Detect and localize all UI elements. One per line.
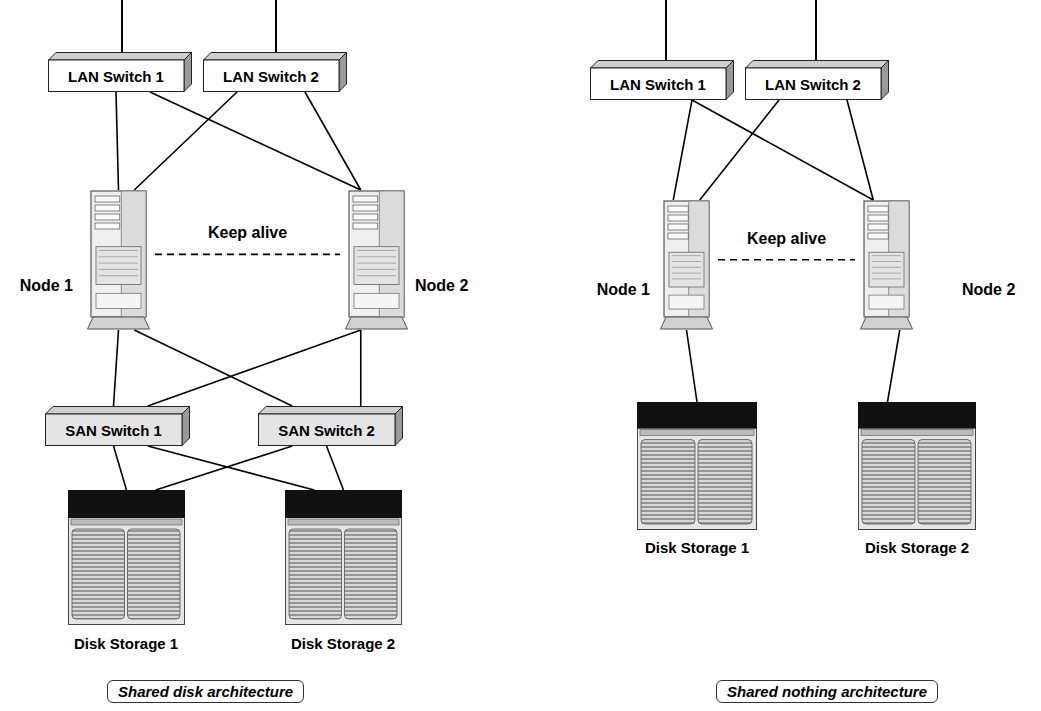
uplink-line	[121, 0, 123, 52]
server-icon	[345, 190, 408, 330]
network-link	[156, 446, 293, 490]
storage-label: Disk Storage 2	[865, 539, 969, 556]
network-link	[114, 446, 127, 490]
switch-label: LAN Switch 2	[765, 76, 861, 93]
node-label: Node 2	[962, 281, 1015, 299]
network-link	[114, 330, 119, 406]
lan-switch: LAN Switch 2	[745, 60, 889, 100]
network-link	[134, 92, 237, 190]
keepalive-link	[155, 254, 340, 256]
node-label: Node 1	[597, 281, 650, 299]
storage-label: Disk Storage 1	[645, 539, 749, 556]
disk-array-icon	[285, 490, 402, 625]
network-link	[305, 92, 361, 190]
server-icon	[660, 200, 713, 330]
disk-array-icon	[68, 490, 185, 625]
disk-storage: Disk Storage 1	[637, 402, 757, 530]
network-link	[847, 100, 873, 200]
network-link	[134, 330, 292, 406]
lan-switch: LAN Switch 1	[48, 52, 192, 92]
network-link	[888, 330, 900, 402]
network-link	[700, 100, 779, 200]
lan-switch: LAN Switch 2	[203, 52, 347, 92]
server-node: Node 2	[860, 200, 913, 330]
uplink-line	[815, 0, 817, 60]
server-icon	[860, 200, 913, 330]
lan-switch: LAN Switch 1	[590, 60, 734, 100]
network-link	[327, 446, 344, 490]
disk-storage: Disk Storage 2	[858, 402, 976, 530]
san-switch: SAN Switch 2	[258, 406, 403, 446]
server-node: Node 1	[660, 200, 713, 330]
link-label: Keep alive	[206, 224, 289, 242]
switch-label: LAN Switch 2	[223, 68, 319, 85]
switch-label: SAN Switch 1	[65, 422, 162, 439]
network-link	[150, 92, 361, 190]
switch-label: SAN Switch 2	[278, 422, 375, 439]
network-link	[687, 330, 698, 402]
network-link	[148, 330, 361, 406]
disk-storage: Disk Storage 2	[285, 490, 402, 625]
uplink-line	[665, 0, 667, 60]
caption-label: Shared nothing architecture	[716, 680, 938, 703]
caption-label: Shared disk architecture	[107, 680, 304, 703]
network-link	[692, 100, 873, 200]
network-link	[116, 92, 119, 190]
disk-array-icon	[637, 402, 757, 530]
node-label: Node 1	[20, 277, 73, 295]
server-node: Node 2	[345, 190, 408, 330]
network-link	[360, 330, 362, 406]
storage-label: Disk Storage 2	[291, 635, 395, 652]
link-label: Keep alive	[745, 230, 828, 248]
uplink-line	[275, 0, 277, 52]
disk-array-icon	[858, 402, 976, 530]
network-link	[148, 446, 315, 490]
storage-label: Disk Storage 1	[74, 635, 178, 652]
switch-label: LAN Switch 1	[68, 68, 164, 85]
san-switch: SAN Switch 1	[45, 406, 190, 446]
server-icon	[87, 190, 150, 330]
keepalive-link	[718, 259, 855, 261]
network-link	[673, 100, 692, 200]
disk-storage: Disk Storage 1	[68, 490, 185, 625]
node-label: Node 2	[415, 277, 468, 295]
server-node: Node 1	[87, 190, 150, 330]
switch-label: LAN Switch 1	[610, 76, 706, 93]
